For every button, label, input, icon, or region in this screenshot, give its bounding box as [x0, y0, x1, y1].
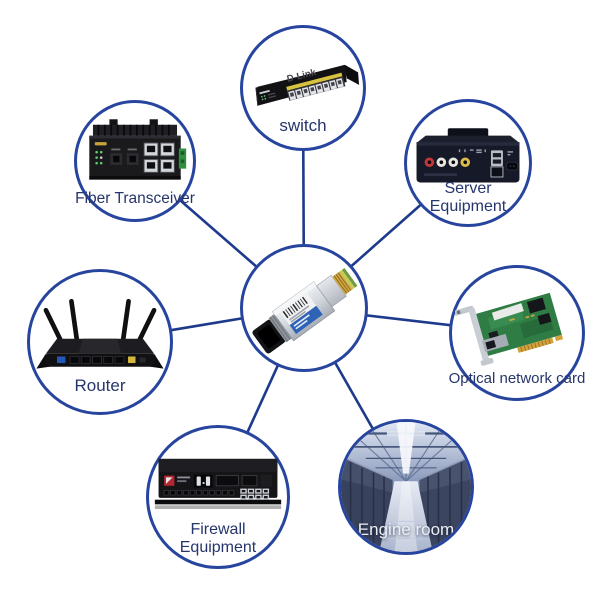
node-router: Router [27, 269, 173, 415]
server-equipment-label: Server Equipment [399, 180, 537, 216]
firewall-equipment-label-line1: Firewall [190, 521, 246, 539]
fiber-transceiver-label: Fiber Transceiver [75, 189, 195, 207]
server-equipment-label-line2: Equipment [429, 198, 507, 216]
engine-room-image [341, 422, 471, 552]
node-optical-network-card: Optical network card [449, 265, 585, 401]
firewall-equipment-label-line2: Equipment [179, 539, 257, 557]
node-engine-room: Engine room [338, 419, 474, 555]
node-firewall-equipment: Firewall Equipment [146, 425, 290, 569]
router-label: Router [74, 375, 126, 395]
node-center-sfp-module [240, 244, 368, 372]
sfp-module-image [252, 268, 358, 354]
router-image [36, 298, 164, 369]
node-fiber-transceiver: Fiber Transceiver [74, 100, 196, 222]
optical-network-card-label: Optical network card [448, 370, 586, 388]
fiber-transceiver-image [89, 119, 187, 180]
firewall-equipment-image [154, 458, 282, 509]
server-equipment-label-line1: Server [444, 180, 492, 198]
node-switch: D-Link switch [240, 25, 366, 151]
switch-image: D-Link [255, 64, 360, 106]
firewall-equipment-label: Firewall Equipment [141, 521, 295, 557]
engine-room-label: Engine room [357, 519, 455, 539]
switch-label: switch [279, 115, 327, 135]
optical-network-card-image [455, 292, 564, 366]
server-equipment-image [416, 128, 520, 183]
node-server-equipment: Server Equipment [404, 99, 532, 227]
